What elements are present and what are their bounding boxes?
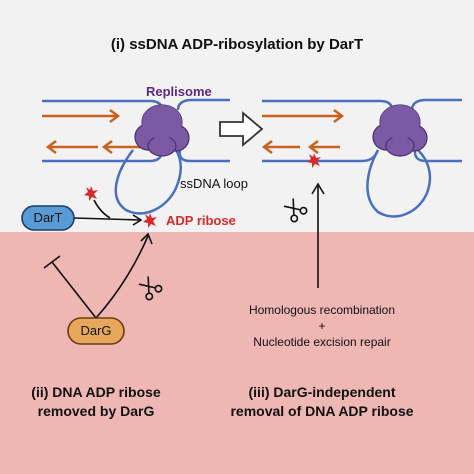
right-replisome-top xyxy=(380,105,420,139)
scissors-icon-repair xyxy=(283,198,308,223)
ssdna-loop-label: ssDNA loop xyxy=(180,176,248,191)
panel-iii-title-line-1: (iii) DarG-independent xyxy=(248,384,396,400)
okazaki-arrowhead-1 xyxy=(45,140,57,154)
okazaki-arrowhead-2 xyxy=(101,140,113,154)
repair-line-1: Homologous recombination xyxy=(248,303,396,317)
right-nascent-arrows xyxy=(261,109,345,154)
repair-plus: + xyxy=(318,319,326,333)
left-ssdna-loop xyxy=(114,149,183,215)
left-bottom-daughter-strand xyxy=(178,149,230,163)
block-arrow-right-icon xyxy=(219,111,264,147)
nascent-leading-arrowhead xyxy=(109,109,121,123)
darg-label: DarG xyxy=(80,323,112,338)
dart-label: DarT xyxy=(33,210,63,225)
dart-protein-shape xyxy=(21,205,75,231)
adp-ribose-star-icon xyxy=(84,153,321,228)
replisome-label: Replisome xyxy=(146,84,212,99)
left-top-daughter-strand xyxy=(176,98,230,111)
darg-removal-arrow xyxy=(95,232,153,319)
attached-adp-ribose-star-right xyxy=(307,153,321,168)
right-nascent-leading-arrowhead xyxy=(333,109,345,123)
darg-inhibition-arrow xyxy=(43,255,97,319)
left-nascent-arrows xyxy=(42,109,140,154)
dart-transfer-arrow xyxy=(73,199,143,226)
adp-ribose-label: ADP ribose xyxy=(166,213,236,228)
panel-i-title: (i) ssDNA ADP-ribosylation by DarT xyxy=(110,36,364,53)
right-ssdna-loop xyxy=(366,149,432,218)
panel-ii-title-line-1: (ii) DNA ADP ribose xyxy=(31,384,161,400)
repair-arrow xyxy=(311,182,325,288)
right-okazaki-arrowhead-2 xyxy=(307,140,319,154)
attached-adp-ribose-star-left xyxy=(143,213,157,228)
repair-line-2: Nucleotide excision repair xyxy=(253,335,391,349)
panel-ii-title-line-2: removed by DarG xyxy=(37,403,155,419)
free-adp-ribose-star xyxy=(84,186,98,201)
bottom-panel-background xyxy=(0,232,474,474)
panel-iii-title-line-2: removal of DNA ADP ribose xyxy=(230,403,414,419)
left-replisome-top xyxy=(142,105,182,139)
right-okazaki-arrowhead-1 xyxy=(261,140,273,154)
scissors-icon xyxy=(138,276,163,301)
darg-protein-shape xyxy=(67,317,125,345)
